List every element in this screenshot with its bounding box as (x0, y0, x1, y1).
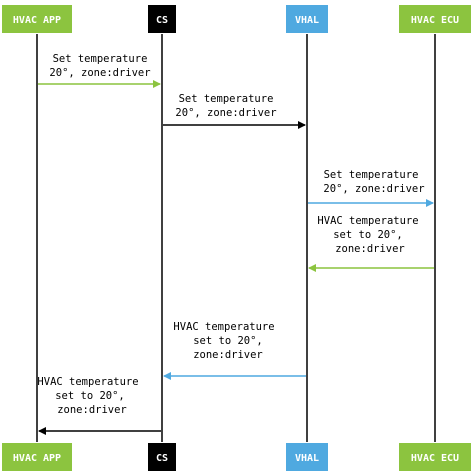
participant-label: VHAL (295, 15, 319, 26)
participant-label: HVAC APP (13, 15, 61, 26)
message-label-line: set to 20°, (193, 335, 263, 347)
message-label-line: HVAC temperature (173, 321, 274, 333)
participant-label: CS (156, 453, 168, 464)
message-set-temperature-app-to-cs: Set temperature 20°, zone:driver (38, 53, 161, 88)
participant-cs-bottom: CS (148, 443, 176, 471)
participant-vhal-bottom: VHAL (286, 443, 328, 471)
message-label-line: 20°, zone:driver (323, 183, 424, 195)
message-set-temperature-cs-to-vhal: Set temperature 20°, zone:driver (163, 93, 306, 129)
message-label-line: Set temperature (324, 169, 419, 181)
participant-label: HVAC ECU (411, 453, 459, 464)
message-label-line: 20°, zone:driver (175, 107, 276, 119)
participant-hvac-app-bottom: HVAC APP (2, 443, 72, 471)
message-label-line: HVAC temperature (37, 376, 138, 388)
message-label-line: 20°, zone:driver (49, 67, 150, 79)
participant-label: VHAL (295, 453, 319, 464)
participant-hvac-ecu-top: HVAC ECU (399, 5, 471, 33)
message-label-line: zone:driver (335, 243, 405, 255)
participant-label: CS (156, 15, 168, 26)
message-temperature-set-ecu-to-vhal: HVAC temperature set to 20°, zone:driver (308, 215, 434, 272)
message-label-line: Set temperature (179, 93, 274, 105)
message-label-line: set to 20°, (333, 229, 403, 241)
message-temperature-set-vhal-to-cs: HVAC temperature set to 20°, zone:driver (163, 321, 306, 380)
participant-label: HVAC ECU (411, 15, 459, 26)
participant-hvac-ecu-bottom: HVAC ECU (399, 443, 471, 471)
message-set-temperature-vhal-to-ecu: Set temperature 20°, zone:driver (308, 169, 434, 207)
message-temperature-set-cs-to-app: HVAC temperature set to 20°, zone:driver (37, 376, 161, 435)
message-label-line: zone:driver (193, 349, 263, 361)
participant-label: HVAC APP (13, 453, 61, 464)
message-label-line: HVAC temperature (317, 215, 418, 227)
participant-cs-top: CS (148, 5, 176, 33)
message-label-line: zone:driver (57, 404, 127, 416)
participant-vhal-top: VHAL (286, 5, 328, 33)
message-label-line: set to 20°, (55, 390, 125, 402)
message-label-line: Set temperature (53, 53, 148, 65)
participant-hvac-app-top: HVAC APP (2, 5, 72, 33)
